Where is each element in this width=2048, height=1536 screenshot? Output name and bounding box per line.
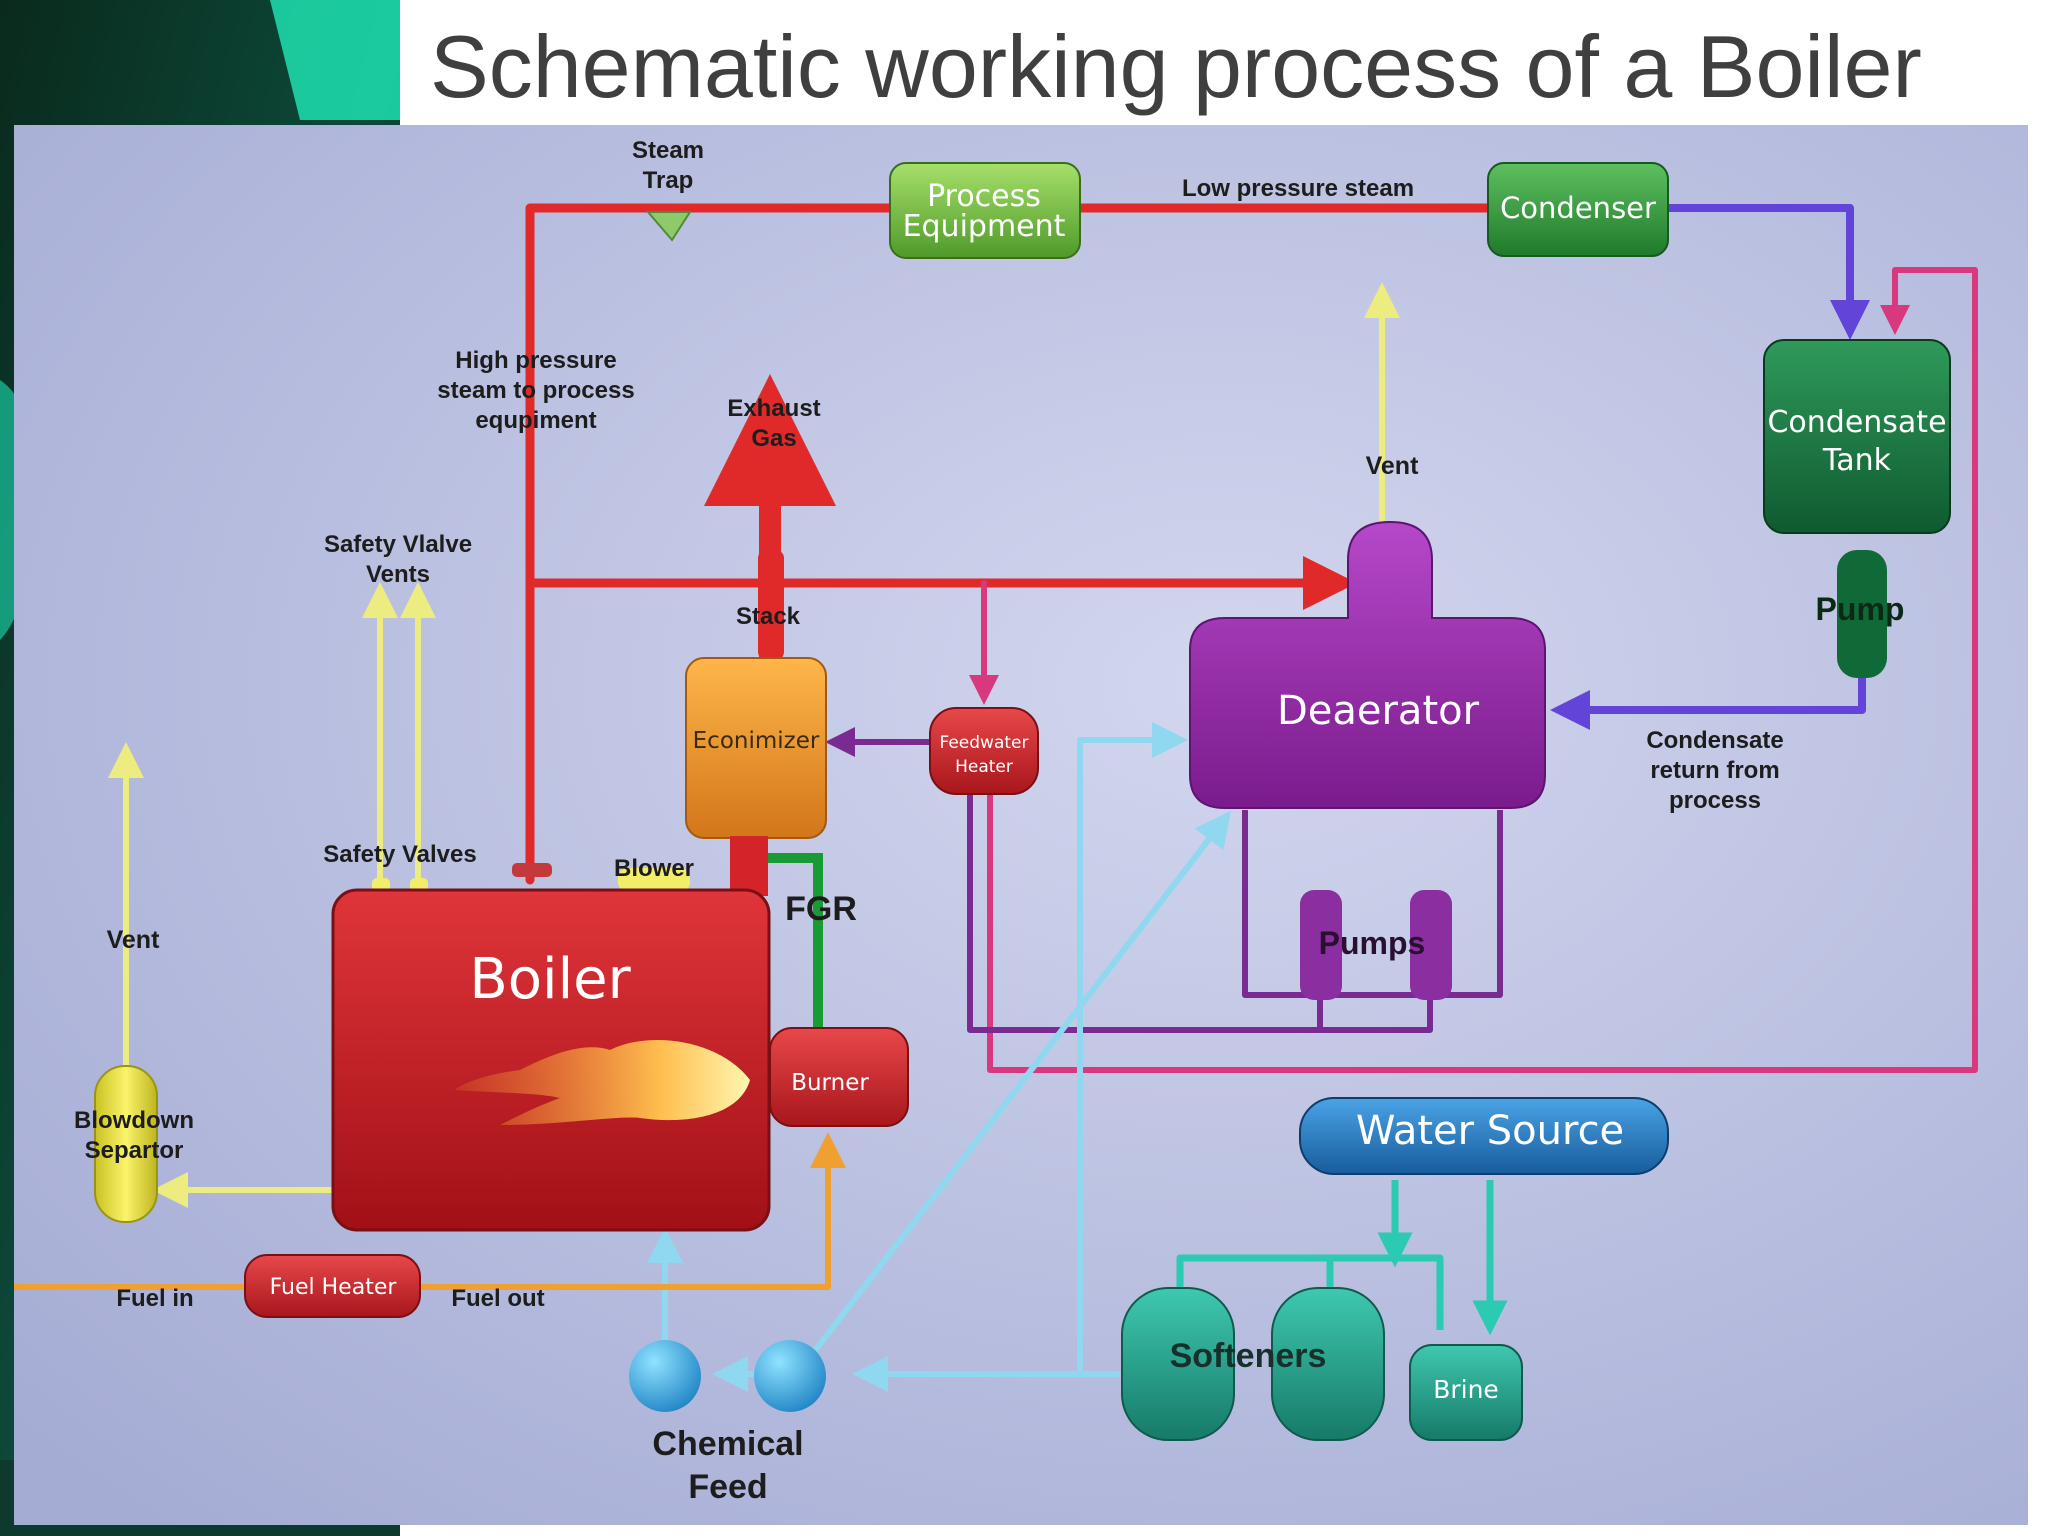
safety-valve-vents-label: Safety Vlalve bbox=[324, 531, 472, 558]
safety-valves-label: Safety Valves bbox=[323, 841, 476, 868]
water-lines bbox=[647, 722, 1231, 1392]
chemical-feed-tank-2 bbox=[754, 1340, 826, 1412]
pump-label: Pump bbox=[1816, 591, 1905, 627]
feedwater-heater-label: Feedwater bbox=[940, 733, 1029, 753]
blower-label: Blower bbox=[614, 855, 694, 882]
softener-tank-2 bbox=[1271, 1287, 1385, 1441]
economizer-label: Econimizer bbox=[693, 728, 820, 754]
chemical-feed-label: Chemical bbox=[652, 1425, 803, 1463]
brine-label: Brine bbox=[1433, 1375, 1499, 1404]
steam-trap-label: Steam bbox=[632, 137, 704, 164]
condensate-tank-box bbox=[1763, 339, 1951, 534]
flame-icon bbox=[455, 1040, 750, 1125]
water-source-label: Water Source bbox=[1356, 1108, 1624, 1154]
pumps-label: Pumps bbox=[1319, 925, 1426, 961]
steam-trap-icon bbox=[645, 211, 692, 242]
brine-tank bbox=[1409, 1344, 1523, 1441]
condensate-return-label: process bbox=[1669, 787, 1761, 814]
deaerator-pump-2 bbox=[1410, 890, 1452, 1000]
deaerator-vent-label: Vent bbox=[1366, 452, 1419, 480]
water-source-box bbox=[1299, 1097, 1669, 1175]
feedwater-lines bbox=[825, 727, 1503, 1033]
fgr-line bbox=[766, 853, 823, 1030]
process-equipment-label: Process bbox=[927, 179, 1041, 214]
condensate-tank-label: Condensate bbox=[1767, 405, 1946, 440]
low-pressure-steam-label: Low pressure steam bbox=[1182, 175, 1414, 202]
stack-label: Stack bbox=[736, 603, 801, 630]
fuel-lines bbox=[14, 1132, 846, 1290]
flue-pipe bbox=[730, 836, 768, 896]
fuel-in-label: Fuel in bbox=[116, 1285, 193, 1312]
fuel-out-label: Fuel out bbox=[451, 1285, 544, 1312]
process-equipment-box bbox=[889, 162, 1081, 259]
condensate-tank-label: Tank bbox=[1822, 443, 1892, 478]
stack-pipe bbox=[758, 550, 784, 660]
blowdown-separator-label: Blowdown bbox=[74, 1107, 194, 1134]
high-pressure-label: High pressure bbox=[455, 347, 616, 374]
condenser-label: Condenser bbox=[1500, 191, 1656, 225]
exhaust-gas-label: Gas bbox=[751, 425, 796, 452]
condensate-return-label: return from bbox=[1650, 757, 1779, 784]
softener-tank-1 bbox=[1121, 1287, 1235, 1441]
steam-outlet-valve-icon bbox=[512, 863, 552, 877]
blower-icon bbox=[618, 868, 690, 892]
vent-lines bbox=[108, 282, 1400, 1208]
softeners-label: Softeners bbox=[1170, 1337, 1327, 1375]
feedwater-heater-label: Heater bbox=[955, 757, 1013, 777]
deaerator-tank bbox=[1189, 520, 1546, 809]
steam-trap-label: Trap bbox=[643, 167, 694, 194]
safety-valve-vents-label: Vents bbox=[366, 561, 430, 588]
condensate-pump-body bbox=[1837, 550, 1887, 678]
high-pressure-label: equpiment bbox=[475, 407, 596, 434]
chemical-feed-tank-1 bbox=[629, 1340, 701, 1412]
blowdown-separator-label: Separtor bbox=[85, 1137, 184, 1164]
decorative-shape bbox=[270, 0, 400, 120]
fuel-heater-box bbox=[244, 1254, 421, 1318]
condensate-lines bbox=[1550, 204, 1870, 730]
blowdown-vent-label: Vent bbox=[107, 926, 160, 954]
condenser-box bbox=[1487, 162, 1669, 257]
burner-box bbox=[769, 1027, 909, 1127]
deaerator-pump-1 bbox=[1300, 890, 1342, 1000]
fuel-heater-label: Fuel Heater bbox=[270, 1275, 398, 1300]
feedwater-heater-box bbox=[929, 707, 1039, 795]
exhaust-gas-label: Exhaust bbox=[727, 395, 820, 422]
return-line bbox=[987, 267, 1978, 1073]
process-equipment-label: Equipment bbox=[903, 209, 1066, 244]
blowdown-separator-tank bbox=[94, 1065, 158, 1223]
chemical-feed-label: Feed bbox=[688, 1468, 767, 1506]
page-title: Schematic working process of a Boiler bbox=[430, 17, 1922, 116]
boiler-label: Boiler bbox=[469, 947, 631, 1012]
burner-label: Burner bbox=[791, 1070, 869, 1096]
condensate-return-label: Condensate bbox=[1646, 727, 1783, 754]
deaerator-label: Deaerator bbox=[1277, 688, 1480, 734]
fgr-label: FGR bbox=[785, 890, 857, 928]
softener-lines bbox=[1176, 1180, 1508, 1336]
high-pressure-label: steam to process bbox=[437, 377, 634, 404]
